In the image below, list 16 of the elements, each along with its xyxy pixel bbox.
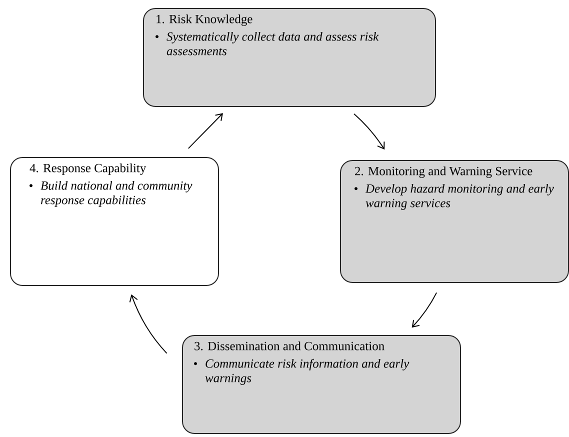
process-box — [340, 160, 569, 283]
heading: 4. Response Capability — [30, 164, 146, 175]
arrow — [188, 113, 223, 149]
process-box — [10, 157, 219, 286]
arrow — [129, 294, 168, 354]
bullet-text: Build national and community response capabilities — [40, 181, 192, 207]
process-box — [143, 8, 436, 107]
bullet-text: Develop hazard monitoring and early warning services — [365, 184, 554, 210]
arrow — [354, 113, 385, 150]
arrow — [412, 292, 438, 328]
heading: 1. Risk Knowledge — [156, 14, 252, 26]
process-box — [182, 335, 461, 434]
heading: 3. Dissemination and Communication — [194, 342, 384, 350]
bullet-text: Communicate risk information and early warnings — [205, 358, 410, 385]
heading: 2. Monitoring and Warning Service — [355, 166, 532, 178]
bullet-text: Systematically collect data and assess risk assessments — [166, 32, 379, 56]
